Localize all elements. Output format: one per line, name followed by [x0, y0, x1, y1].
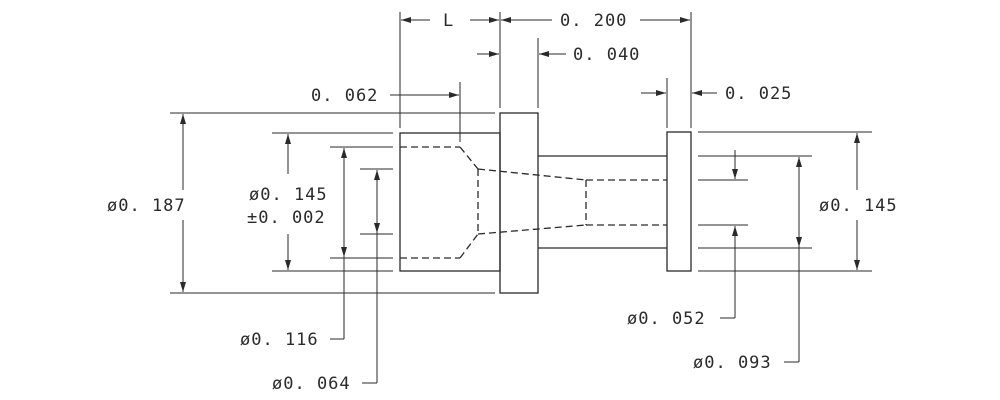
- dimension-labels: L 0. 200 0. 040 0. 062 0. 025 ø0. 187 ø0…: [107, 11, 898, 394]
- end-flange-diameter-label: ø0. 145: [819, 196, 898, 216]
- length-label: L: [443, 11, 454, 31]
- body-diameter-label: ø0. 145: [249, 185, 328, 205]
- body-tolerance-label: ±0. 002: [247, 208, 326, 228]
- part-outline: [399, 112, 692, 294]
- chamfer-depth-label: 0. 062: [311, 86, 378, 106]
- end-flange: [666, 131, 692, 272]
- hidden-lines: [400, 146, 667, 259]
- overall-length-label: 0. 200: [560, 11, 627, 31]
- pin-diameter-label: ø0. 093: [693, 353, 772, 373]
- flange-thickness-label: 0. 040: [573, 45, 640, 65]
- pin-inner-diameter-label: ø0. 052: [627, 309, 706, 329]
- extension-lines: [170, 12, 872, 294]
- dimension-lines: [180, 17, 860, 384]
- main-flange: [499, 112, 539, 294]
- bore-diameter-label: ø0. 116: [240, 330, 319, 350]
- flange-diameter-label: ø0. 187: [107, 196, 186, 216]
- body-section: [399, 132, 501, 272]
- inner-bore-diameter-label: ø0. 064: [272, 374, 351, 394]
- end-flange-thickness-label: 0. 025: [725, 84, 792, 104]
